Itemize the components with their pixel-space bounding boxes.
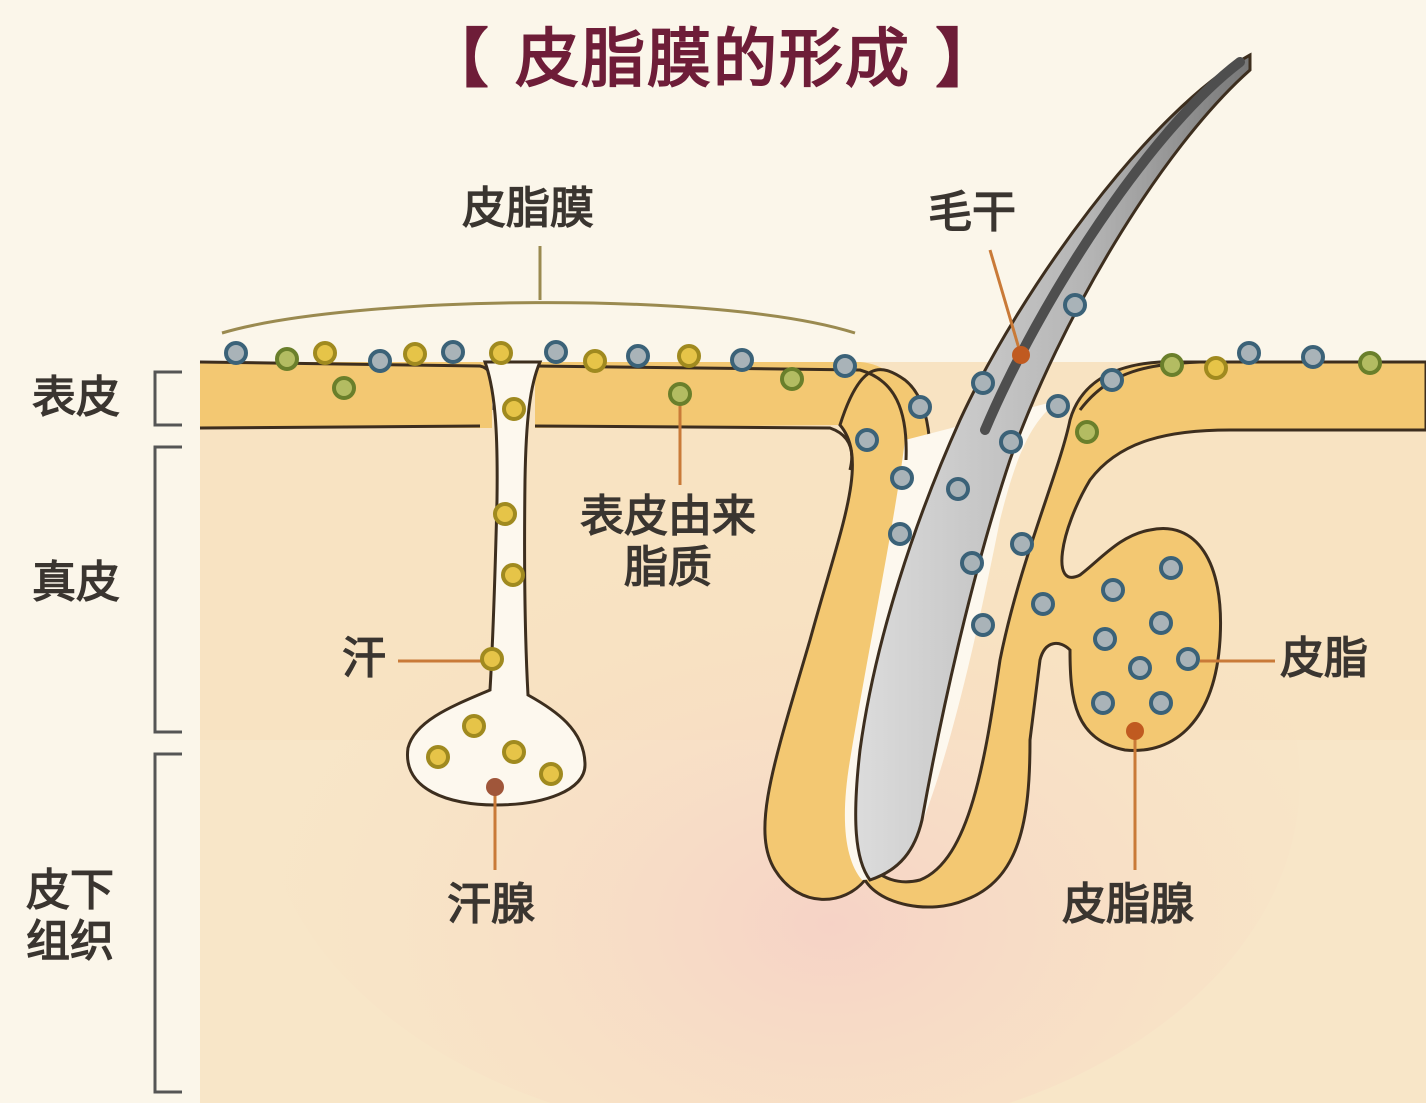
sebum-dot xyxy=(1301,345,1325,369)
label-sebaceous-gland: 皮脂腺 xyxy=(1062,879,1194,930)
sebum-dot xyxy=(1159,556,1183,580)
sebum-dot xyxy=(971,371,995,395)
sweat-dot xyxy=(539,762,563,786)
label-sebum: 皮脂 xyxy=(1280,633,1368,684)
lipid-dot xyxy=(1075,420,1099,444)
skin-surface-line-mid xyxy=(534,364,908,461)
sebum-dot xyxy=(1100,368,1124,392)
sebum-dot xyxy=(730,348,754,372)
sweat-dot xyxy=(502,740,526,764)
label-dermis: 真皮 xyxy=(32,557,120,608)
sebum-dot xyxy=(1031,592,1055,616)
dots xyxy=(224,293,1382,786)
sebaceous-gland-pointer-dot xyxy=(1126,722,1144,740)
sebum-dots-blue xyxy=(224,293,1325,715)
label-sweat-gland: 汗腺 xyxy=(447,879,535,930)
diagram-title: 【 皮脂膜的形成 】 xyxy=(424,23,1002,97)
lipid-dot xyxy=(332,376,356,400)
sebum-dot xyxy=(224,341,248,365)
label-epidermis: 表皮 xyxy=(32,372,120,423)
sebum-dot xyxy=(1046,394,1070,418)
lipid-dot xyxy=(668,382,692,406)
sweat-dot xyxy=(501,563,525,587)
sweat-dot xyxy=(493,502,517,526)
sebum-dot xyxy=(1010,532,1034,556)
epidermis-layer-middle xyxy=(535,362,909,440)
lipid-dot xyxy=(275,347,299,371)
sweat-gland-pointer-dot xyxy=(486,778,504,796)
sebum-dot xyxy=(1128,656,1152,680)
lipid-dot xyxy=(1160,353,1184,377)
sebum-dot xyxy=(833,354,857,378)
sebum-dot xyxy=(1101,578,1125,602)
label-subcutaneous: 皮下 组织 xyxy=(26,865,114,967)
sebum-dot xyxy=(1176,647,1200,671)
sweat-dot xyxy=(489,341,513,365)
sebum-dot xyxy=(626,344,650,368)
sweat-dot xyxy=(426,745,450,769)
sweat-dot xyxy=(462,714,486,738)
label-epidermal-lipid: 表皮由来 脂质 xyxy=(580,491,756,593)
sebum-dot xyxy=(544,340,568,364)
sweat-dot xyxy=(480,647,504,671)
sebum-film-bracket xyxy=(221,301,856,335)
hair-shaft-pointer-dot xyxy=(1012,346,1030,364)
sebum-dot xyxy=(908,395,932,419)
subcutaneous-bracket xyxy=(153,752,182,1094)
sebum-dot xyxy=(1093,627,1117,651)
sebum-dot xyxy=(1237,341,1261,365)
epidermis-bracket xyxy=(153,370,182,427)
sebum-dot xyxy=(1149,611,1173,635)
lipid-dot xyxy=(780,367,804,391)
label-hair-shaft: 毛干 xyxy=(928,187,1016,238)
sweat-dot xyxy=(403,342,427,366)
sebum-dot xyxy=(946,477,970,501)
sebum-dot xyxy=(1091,691,1115,715)
sebum-dot xyxy=(441,340,465,364)
sebum-dot xyxy=(971,613,995,637)
hair-shaft-highlight xyxy=(980,57,1245,435)
sebum-dot xyxy=(855,428,879,452)
label-sweat: 汗 xyxy=(342,633,386,684)
sebum-dot xyxy=(999,430,1023,454)
sebum-dot xyxy=(888,522,912,546)
label-sebum-film: 皮脂膜 xyxy=(462,183,594,234)
sweat-dot xyxy=(1204,356,1228,380)
hair-shaft xyxy=(854,52,1252,882)
sebum-dot xyxy=(1149,691,1173,715)
sebum-dot xyxy=(890,466,914,490)
sweat-dot xyxy=(502,397,526,421)
lipid-dot xyxy=(1358,351,1382,375)
skin-surface-line-right xyxy=(1078,360,1426,411)
hair-shaft-pointer xyxy=(988,249,1022,353)
sebum-dot xyxy=(960,551,984,575)
epidermis-dermis-boundary xyxy=(199,424,854,471)
sebum-dot xyxy=(1063,293,1087,317)
dermis-bracket xyxy=(153,445,182,734)
lipid-dots-green xyxy=(275,347,1382,444)
sweat-dot xyxy=(677,344,701,368)
sebum-dot xyxy=(368,349,392,373)
sweat-dot xyxy=(583,349,607,373)
sweat-dots-yellow xyxy=(313,341,1228,786)
sweat-dot xyxy=(313,341,337,365)
